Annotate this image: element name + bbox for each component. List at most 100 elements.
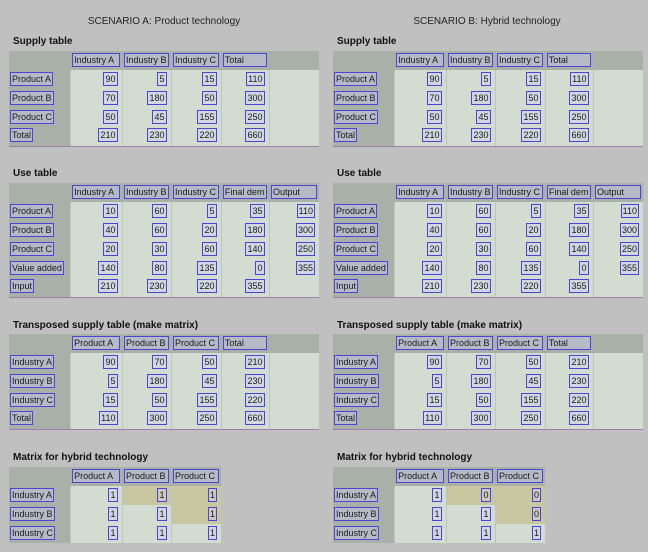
data-cell[interactable]: 50 xyxy=(494,89,545,108)
row-header[interactable]: Total xyxy=(333,127,394,147)
column-header[interactable]: Total xyxy=(221,51,269,70)
data-cell[interactable]: 250 xyxy=(544,108,593,127)
data-cell[interactable]: 60 xyxy=(445,202,495,221)
data-cell[interactable]: 5 xyxy=(69,372,122,391)
data-cell[interactable]: 1 xyxy=(69,524,122,543)
data-cell[interactable]: 60 xyxy=(121,221,171,240)
row-header[interactable]: Product C xyxy=(333,240,394,259)
row-header[interactable]: Total xyxy=(9,410,70,430)
data-cell[interactable]: 1 xyxy=(121,524,171,543)
column-header[interactable]: Total xyxy=(545,51,593,70)
data-cell[interactable]: 60 xyxy=(494,240,545,259)
column-header[interactable]: Product A xyxy=(394,334,446,353)
column-header[interactable]: Industry B xyxy=(446,51,495,70)
data-cell[interactable]: 20 xyxy=(69,240,122,259)
data-cell[interactable]: 180 xyxy=(121,89,171,108)
row-header[interactable]: Industry C xyxy=(333,391,394,410)
row-header[interactable]: Industry A xyxy=(9,486,70,505)
data-cell[interactable]: 660 xyxy=(544,127,593,147)
data-cell[interactable]: 20 xyxy=(393,240,446,259)
row-header[interactable]: Industry C xyxy=(333,524,394,543)
data-cell[interactable]: 110 xyxy=(592,202,643,221)
data-cell[interactable]: 210 xyxy=(393,278,446,298)
row-header[interactable]: Input xyxy=(333,278,394,298)
data-cell[interactable]: 300 xyxy=(121,410,171,430)
data-cell[interactable]: 1 xyxy=(121,486,171,505)
data-cell[interactable]: 220 xyxy=(170,278,221,298)
data-cell[interactable]: 70 xyxy=(121,353,171,372)
data-cell[interactable]: 220 xyxy=(494,127,545,147)
data-cell[interactable]: 5 xyxy=(494,202,545,221)
row-header[interactable]: Industry B xyxy=(9,372,70,391)
data-cell[interactable]: 50 xyxy=(69,108,122,127)
data-cell[interactable]: 355 xyxy=(220,278,269,298)
data-cell[interactable]: 1 xyxy=(69,505,122,524)
data-cell[interactable]: 70 xyxy=(69,89,122,108)
row-header[interactable]: Product A xyxy=(9,70,70,89)
data-cell[interactable]: 155 xyxy=(170,108,221,127)
row-header[interactable]: Product B xyxy=(9,221,70,240)
data-cell[interactable]: 250 xyxy=(220,108,269,127)
row-header[interactable]: Product A xyxy=(9,202,70,221)
column-header[interactable]: Product A xyxy=(394,467,446,486)
column-header[interactable]: Final dem xyxy=(221,183,269,202)
data-cell[interactable]: 230 xyxy=(121,127,171,147)
data-cell[interactable]: 0 xyxy=(494,505,545,524)
column-header[interactable]: Industry C xyxy=(495,183,545,202)
data-cell[interactable]: 15 xyxy=(393,391,446,410)
data-cell[interactable]: 230 xyxy=(544,372,593,391)
row-header[interactable]: Industry B xyxy=(333,505,394,524)
data-cell[interactable]: 80 xyxy=(121,259,171,278)
data-cell[interactable]: 180 xyxy=(544,221,593,240)
data-cell[interactable]: 10 xyxy=(69,202,122,221)
row-header[interactable]: Industry C xyxy=(9,524,70,543)
row-header[interactable]: Product C xyxy=(9,240,70,259)
data-cell[interactable]: 40 xyxy=(69,221,122,240)
data-cell[interactable]: 1 xyxy=(170,524,221,543)
column-header[interactable]: Total xyxy=(221,334,269,353)
row-header[interactable]: Total xyxy=(333,410,394,430)
data-cell[interactable]: 250 xyxy=(170,410,221,430)
data-cell[interactable]: 5 xyxy=(445,70,495,89)
row-header[interactable]: Industry A xyxy=(333,353,394,372)
data-cell[interactable]: 15 xyxy=(494,70,545,89)
column-header[interactable]: Product C xyxy=(495,334,545,353)
data-cell[interactable]: 155 xyxy=(494,391,545,410)
column-header[interactable]: Industry A xyxy=(394,183,446,202)
row-header[interactable]: Industry C xyxy=(9,391,70,410)
data-cell[interactable]: 1 xyxy=(69,486,122,505)
column-header[interactable]: Product A xyxy=(70,334,122,353)
column-header[interactable]: Industry A xyxy=(70,51,122,70)
data-cell[interactable]: 70 xyxy=(393,89,446,108)
row-header[interactable]: Industry B xyxy=(333,372,394,391)
data-cell[interactable]: 210 xyxy=(220,353,269,372)
data-cell[interactable]: 230 xyxy=(220,372,269,391)
data-cell[interactable]: 155 xyxy=(494,108,545,127)
data-cell[interactable]: 180 xyxy=(220,221,269,240)
data-cell[interactable]: 1 xyxy=(393,486,446,505)
row-header[interactable]: Value added xyxy=(9,259,70,278)
column-header[interactable]: Output xyxy=(269,183,319,202)
row-header[interactable]: Product B xyxy=(333,221,394,240)
data-cell[interactable]: 220 xyxy=(494,278,545,298)
data-cell[interactable]: 300 xyxy=(592,221,643,240)
data-cell[interactable]: 250 xyxy=(592,240,643,259)
data-cell[interactable]: 210 xyxy=(69,278,122,298)
column-header[interactable]: Industry B xyxy=(446,183,495,202)
data-cell[interactable]: 45 xyxy=(121,108,171,127)
data-cell[interactable]: 210 xyxy=(544,353,593,372)
row-header[interactable]: Product B xyxy=(333,89,394,108)
column-header[interactable]: Product C xyxy=(171,334,221,353)
data-cell[interactable]: 20 xyxy=(170,221,221,240)
data-cell[interactable]: 20 xyxy=(494,221,545,240)
row-header[interactable]: Industry A xyxy=(9,353,70,372)
data-cell[interactable]: 220 xyxy=(220,391,269,410)
data-cell[interactable]: 135 xyxy=(494,259,545,278)
data-cell[interactable]: 30 xyxy=(445,240,495,259)
data-cell[interactable]: 230 xyxy=(445,278,495,298)
data-cell[interactable]: 660 xyxy=(220,127,269,147)
column-header[interactable]: Industry A xyxy=(70,183,122,202)
data-cell[interactable]: 355 xyxy=(268,259,319,278)
data-cell[interactable]: 220 xyxy=(544,391,593,410)
data-cell[interactable]: 1 xyxy=(445,505,495,524)
